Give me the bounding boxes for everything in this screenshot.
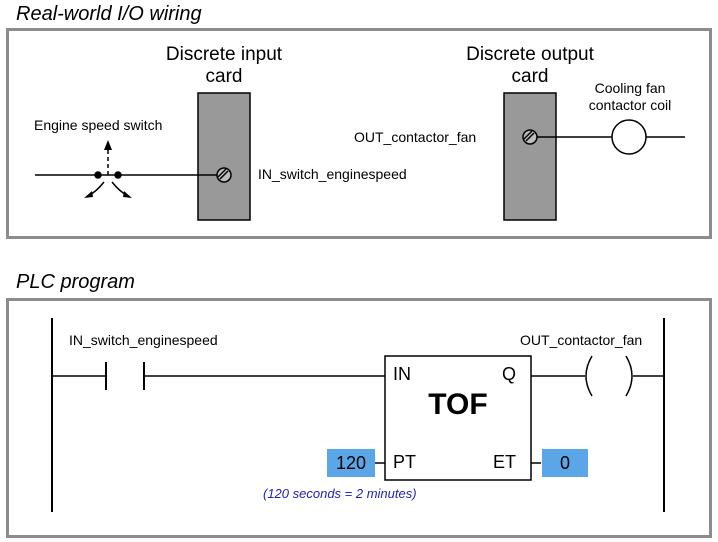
output-terminal-screw (522, 129, 538, 145)
io-wiring-frame (6, 28, 712, 239)
output-card-title-line1: Discrete output (466, 44, 594, 65)
engine-speed-switch (35, 140, 224, 198)
elapsed-time-value[interactable]: 0 (542, 449, 588, 477)
output-card-title-line2: card (511, 66, 549, 87)
input-card-title: Discrete input card (148, 44, 300, 88)
timer-q-pin-label: Q (502, 364, 517, 384)
ladder-rails (51, 318, 665, 512)
ladder-rung (52, 355, 664, 464)
coil-label: Cooling fan contactor coil (578, 80, 682, 114)
timer-et-pin-label: ET (493, 452, 517, 472)
io-section-heading: Real-world I/O wiring (16, 3, 202, 25)
preset-time-note: (120 seconds = 2 minutes) (263, 486, 417, 501)
timer-in-pin-label: IN (393, 364, 411, 384)
output-card-title: Discrete output card (450, 44, 610, 88)
discrete-input-card (197, 92, 251, 221)
timer-pt-pin-label: PT (393, 452, 417, 472)
discrete-output-card (503, 92, 557, 221)
timer-type-label: TOF (428, 388, 488, 421)
output-terminal-label: OUT_contactor_fan (354, 129, 477, 145)
tof-timer-block (384, 355, 532, 481)
input-card-title-line1: Discrete input (165, 44, 283, 65)
plc-section-heading: PLC program (16, 271, 135, 293)
input-card-title-line2: card (205, 66, 243, 87)
cooling-fan-contactor-coil (537, 119, 685, 155)
preset-time-value[interactable]: 120 (327, 449, 375, 477)
engine-speed-switch-label: Engine speed switch (34, 117, 163, 133)
contact-tag-label: IN_switch_enginespeed (69, 332, 218, 348)
coil-label-line1: Cooling fan (594, 80, 666, 96)
input-terminal-label: IN_switch_enginespeed (258, 166, 407, 182)
coil-label-line2: contactor coil (588, 97, 672, 113)
coil-tag-label: OUT_contactor_fan (520, 332, 643, 348)
input-terminal-screw (216, 167, 232, 183)
plc-program-frame (6, 298, 712, 538)
